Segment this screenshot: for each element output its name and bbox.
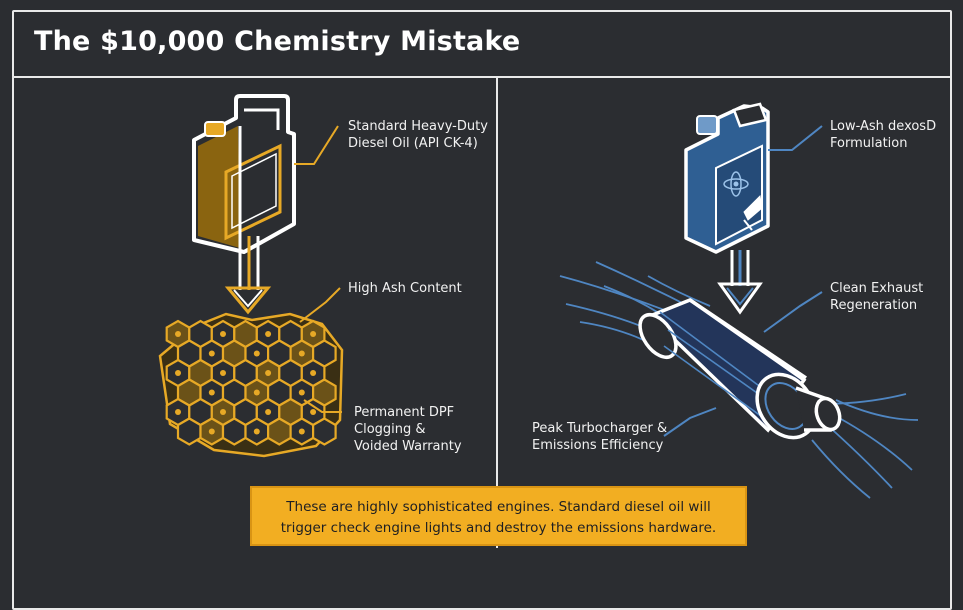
ash-particle xyxy=(298,389,305,396)
down-arrow-icon xyxy=(224,236,272,315)
high-ash-label: High Ash Content xyxy=(348,281,462,296)
ash-particle xyxy=(220,370,226,376)
title-divider xyxy=(12,76,952,78)
honeycomb-cell xyxy=(267,417,292,446)
standard-oil-jug-icon xyxy=(192,94,296,254)
ash-particle xyxy=(175,370,181,376)
honeycomb-cell xyxy=(176,417,202,446)
ash-particle xyxy=(298,350,305,357)
ash-particle xyxy=(298,428,305,435)
ash-particle xyxy=(310,331,317,337)
low-ash-label: Low-Ash dexosD Formulation xyxy=(830,119,937,151)
oil-label-leader xyxy=(294,125,339,165)
ash-particle xyxy=(208,350,215,357)
honeycomb-filter-icon xyxy=(158,312,344,458)
turbo-label-leader xyxy=(663,407,717,437)
ash-particle xyxy=(175,409,181,415)
dpf-label-leader xyxy=(303,399,342,413)
ash-particle xyxy=(265,370,272,376)
ash-particle xyxy=(175,331,181,337)
ash-particle xyxy=(208,428,215,435)
low-ash-label-leader xyxy=(768,125,823,151)
standard-oil-label: Standard Heavy-Duty Diesel Oil (API CK-4… xyxy=(348,119,488,151)
clean-exhaust-label: Clean Exhaust Regeneration xyxy=(830,281,924,313)
blue-down-arrow-icon xyxy=(717,250,763,315)
dpf-clogging-label: Permanent DPF Clogging & Voided Warranty xyxy=(354,405,462,454)
diagram-graphics xyxy=(158,94,919,499)
panel-divider xyxy=(496,78,498,548)
exhaust-label-leader xyxy=(763,291,823,333)
ash-particle xyxy=(310,370,317,376)
ash-particle xyxy=(208,389,215,396)
ash-particle xyxy=(265,409,272,415)
page-title: The $10,000 Chemistry Mistake xyxy=(34,26,521,57)
ash-particle xyxy=(310,409,317,415)
ash-label-leader xyxy=(299,287,341,323)
honeycomb-cell xyxy=(221,417,247,446)
ash-particle xyxy=(220,409,226,415)
ash-particle xyxy=(253,350,260,357)
turbo-efficiency-label: Peak Turbocharger & Emissions Efficiency xyxy=(532,421,668,453)
warning-banner: These are highly sophisticated engines. … xyxy=(250,486,747,546)
ash-particle xyxy=(253,389,260,396)
honeycomb-cell xyxy=(312,417,337,446)
ash-particle xyxy=(220,331,226,337)
ash-particle xyxy=(253,428,260,435)
low-ash-oil-jug-icon xyxy=(684,102,770,254)
exhaust-pipe-icon xyxy=(638,298,842,440)
ash-particle xyxy=(265,331,272,337)
